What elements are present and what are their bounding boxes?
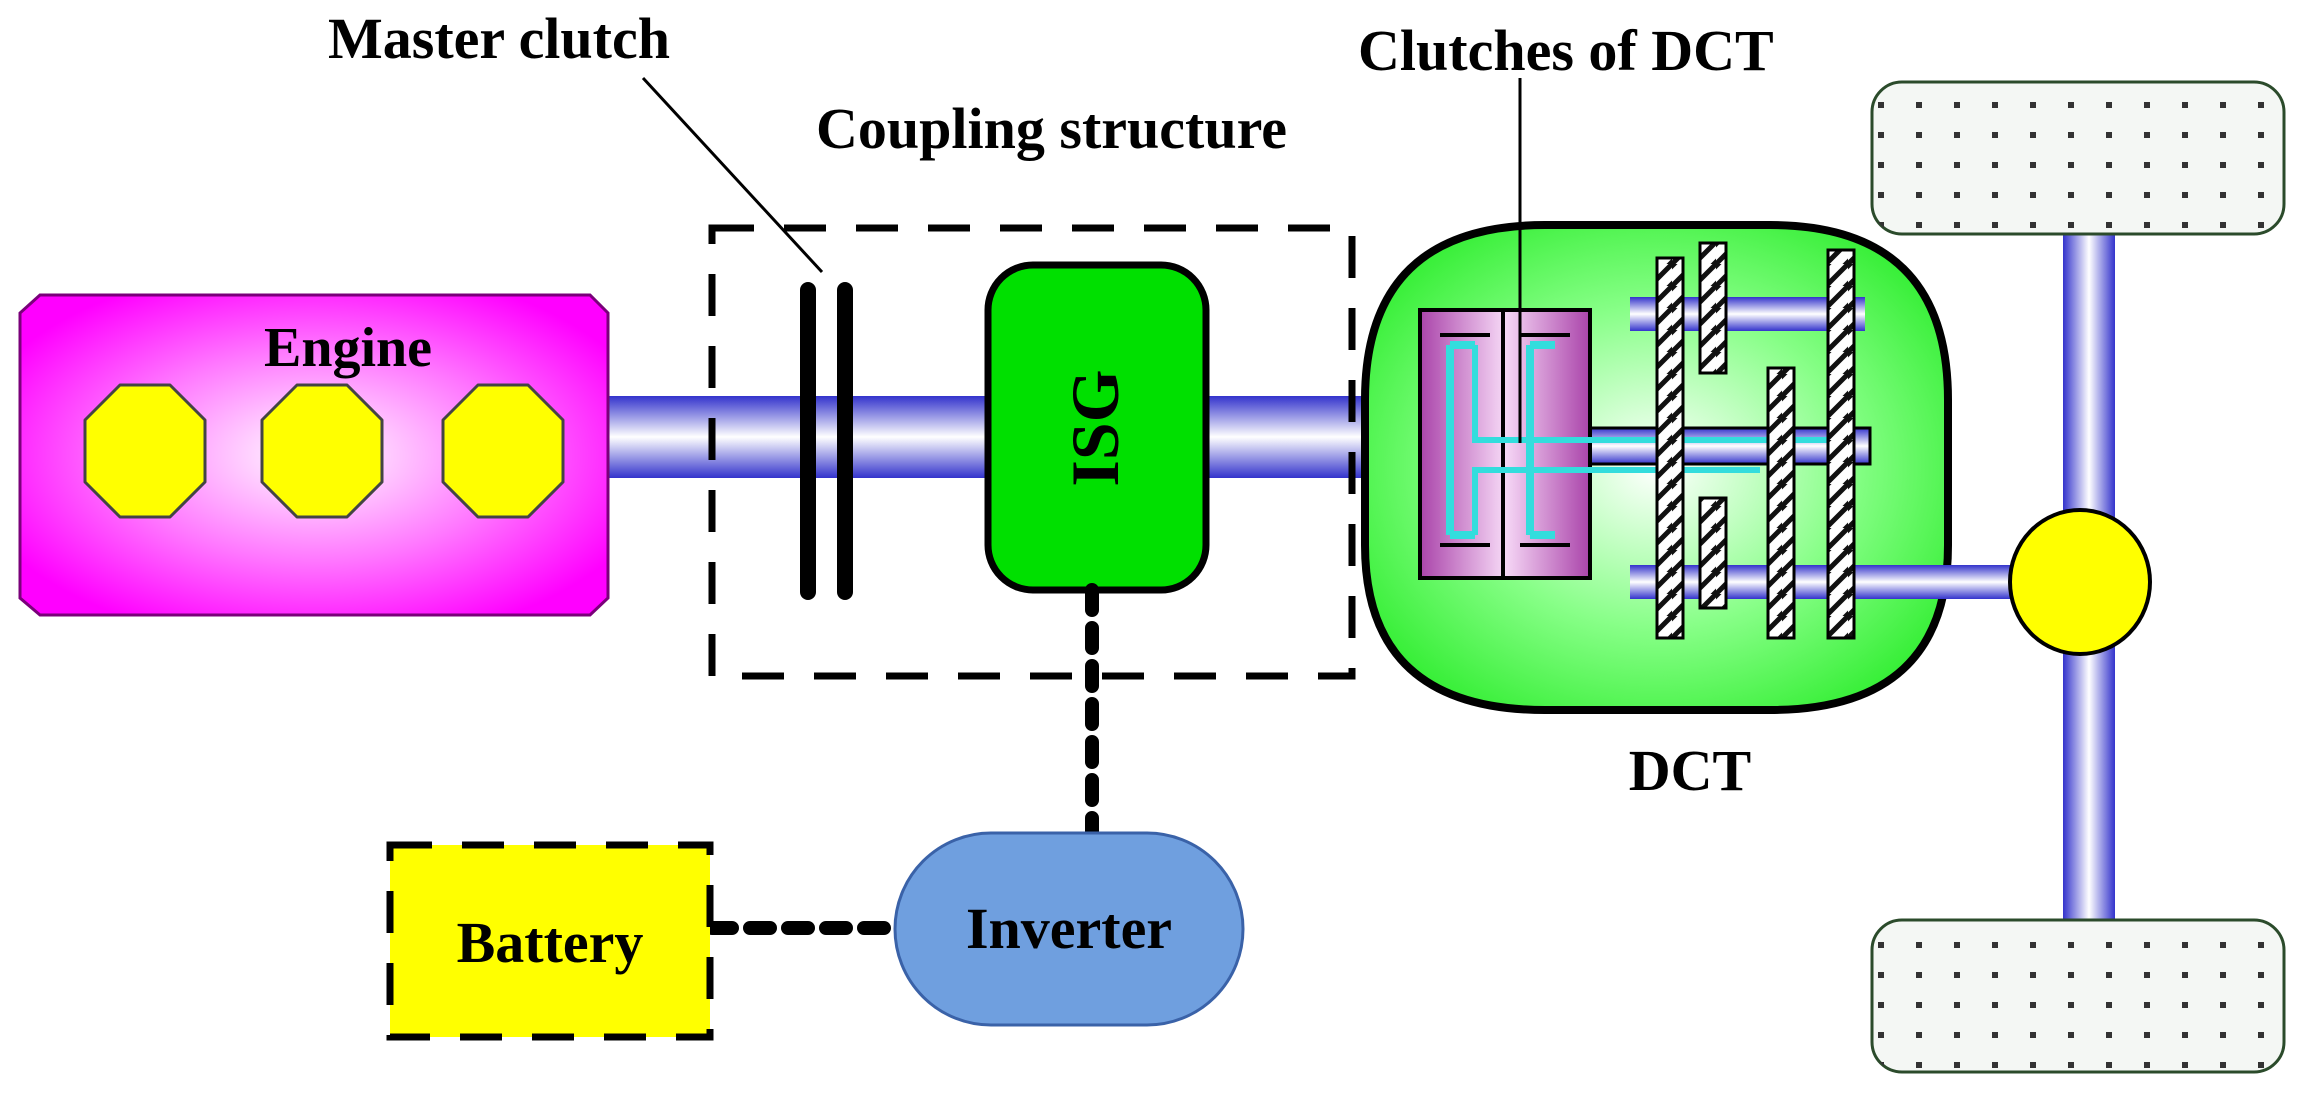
- master-clutch-leader: [641, 76, 824, 274]
- cylinder-2: [260, 383, 384, 519]
- engine-label: Engine: [264, 317, 432, 379]
- differential: [2008, 508, 2152, 656]
- isg-motor: ISG: [984, 261, 1210, 594]
- electrical-links: [705, 583, 1099, 935]
- coupling-structure-box: [708, 224, 1356, 680]
- master-clutch-plates: [800, 282, 853, 600]
- cylinder-3: [441, 383, 565, 519]
- dct-gears: [1655, 241, 1856, 640]
- cylinder-1: [83, 383, 207, 519]
- battery-label: Battery: [457, 910, 644, 975]
- dct-clutch-packs: [1418, 308, 1840, 580]
- inverter: Inverter: [893, 831, 1245, 1027]
- isg-label: ISG: [1057, 369, 1133, 486]
- engine-block: Engine: [18, 293, 610, 617]
- coupling-structure-label: Coupling structure: [816, 96, 1287, 161]
- battery: Battery: [386, 841, 714, 1041]
- tire-top: [1870, 80, 2286, 236]
- dct-label: DCT: [1629, 738, 1751, 803]
- master-clutch-label: Master clutch: [328, 6, 670, 71]
- clutches-of-dct-label: Clutches of DCT: [1358, 18, 1774, 83]
- tire-bottom: [1870, 918, 2286, 1074]
- rear-axle: [1870, 80, 2286, 1074]
- inverter-label: Inverter: [966, 896, 1172, 961]
